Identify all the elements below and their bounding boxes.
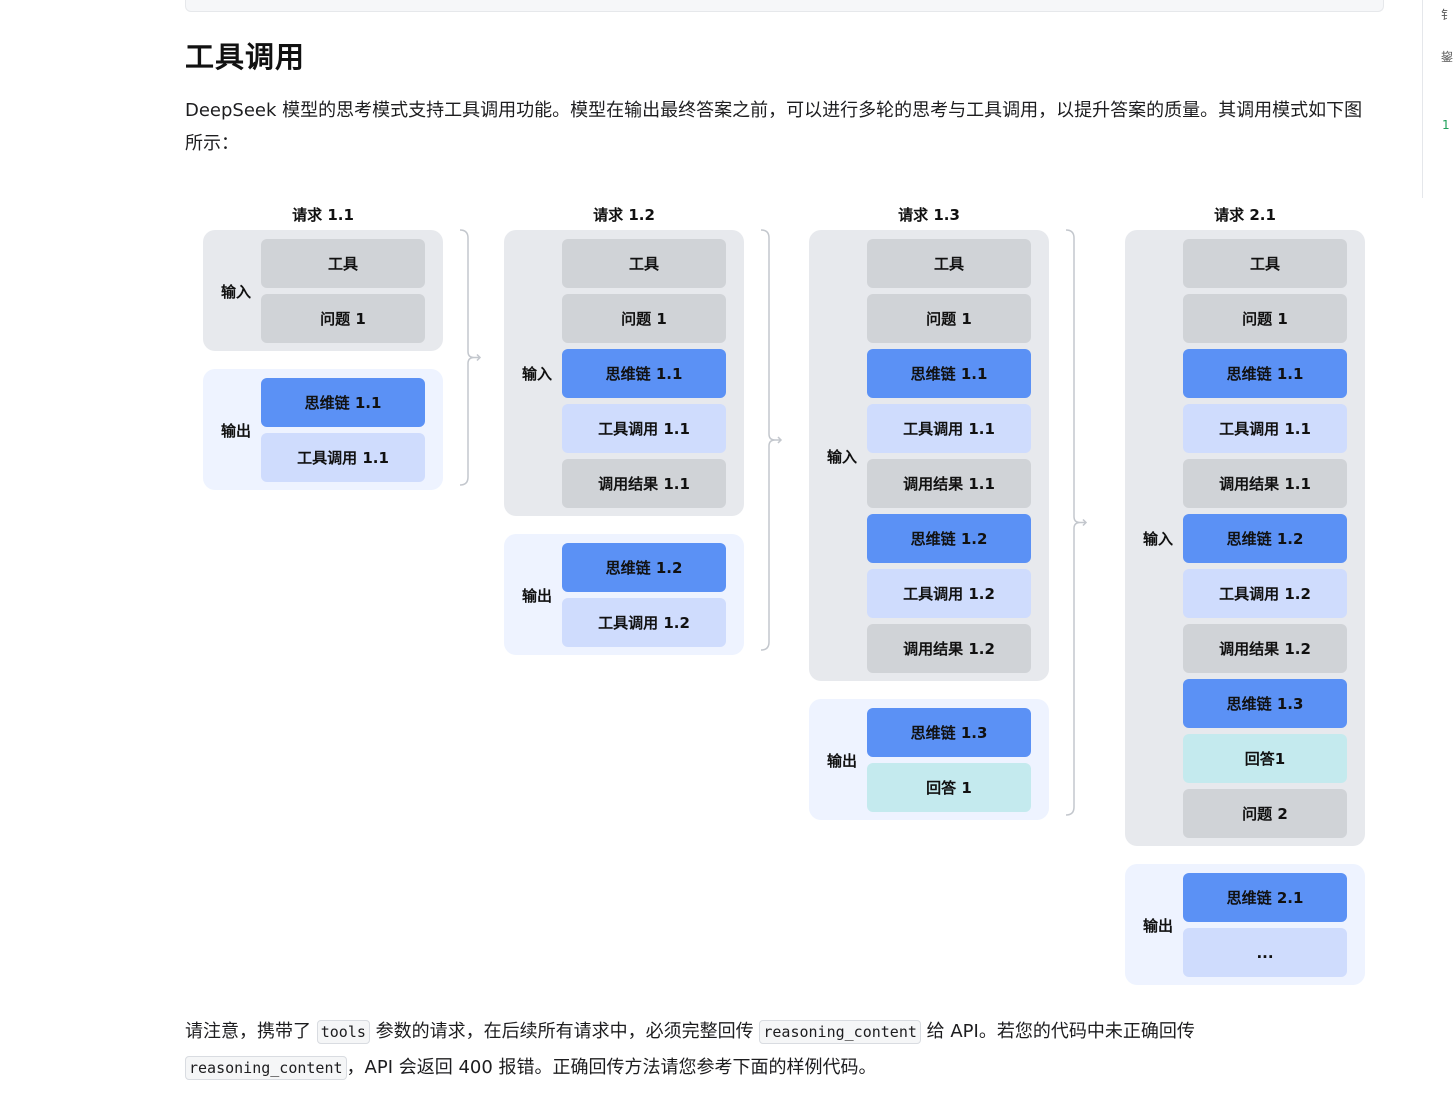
message-block: 思维链 1.3 xyxy=(1183,679,1347,728)
request-title: 请求 1.3 xyxy=(898,206,960,224)
bracket-arrow xyxy=(1065,229,1081,816)
message-block: 思维链 1.2 xyxy=(1183,514,1347,563)
note-paragraph: 请注意，携带了 tools 参数的请求，在后续所有请求中，必须完整回传 reas… xyxy=(185,1014,1375,1086)
message-block: ... xyxy=(1183,928,1347,977)
message-block: 工具 xyxy=(261,239,425,288)
output-label: 输出 xyxy=(1143,916,1174,935)
message-block: 工具调用 1.2 xyxy=(867,569,1031,618)
note-text-4: ，API 会返回 400 报错。正确回传方法请您参考下面的样例代码。 xyxy=(346,1057,877,1078)
message-block: 思维链 1.1 xyxy=(867,349,1031,398)
message-block: 工具 xyxy=(562,239,726,288)
input-label: 输入 xyxy=(221,282,252,301)
message-block: 调用结果 1.1 xyxy=(562,459,726,508)
message-block: 思维链 1.3 xyxy=(867,708,1031,757)
right-sidebar-text-1: 钅 xyxy=(1441,8,1453,22)
message-block: 工具调用 1.1 xyxy=(562,404,726,453)
code-tools: tools xyxy=(316,1020,370,1044)
request-title: 请求 1.1 xyxy=(292,206,354,224)
previous-code-block xyxy=(185,0,1384,12)
output-label: 输出 xyxy=(221,421,252,440)
bracket-arrow xyxy=(760,229,776,651)
message-block: 调用结果 1.2 xyxy=(1183,624,1347,673)
message-block: 思维链 1.2 xyxy=(562,543,726,592)
message-block: 问题 1 xyxy=(562,294,726,343)
message-block: 思维链 1.1 xyxy=(562,349,726,398)
intro-paragraph: DeepSeek 模型的思考模式支持工具调用功能。模型在输出最终答案之前，可以进… xyxy=(185,100,1363,154)
message-block: 工具 xyxy=(867,239,1031,288)
right-sidebar-link[interactable]: 1 xyxy=(1442,118,1450,132)
message-block: 问题 2 xyxy=(1183,789,1347,838)
message-block: 回答 1 xyxy=(867,763,1031,812)
message-block: 调用结果 1.1 xyxy=(1183,459,1347,508)
message-block: 思维链 2.1 xyxy=(1183,873,1347,922)
message-block: 工具调用 1.2 xyxy=(562,598,726,647)
note-text-2: 参数的请求，在后续所有请求中，必须完整回传 xyxy=(375,1021,754,1042)
message-block: 问题 1 xyxy=(261,294,425,343)
message-block: 工具调用 1.1 xyxy=(867,404,1031,453)
message-block: 工具调用 1.1 xyxy=(261,433,425,482)
message-block: 调用结果 1.2 xyxy=(867,624,1031,673)
message-block: 工具 xyxy=(1183,239,1347,288)
message-block: 思维链 1.1 xyxy=(261,378,425,427)
note-text-3: 给 API。若您的代码中未正确回传 xyxy=(926,1021,1195,1042)
message-block: 调用结果 1.1 xyxy=(867,459,1031,508)
code-reasoning-content: reasoning_content xyxy=(759,1020,921,1044)
note-text-1: 请注意，携带了 xyxy=(185,1021,311,1042)
message-block: 工具调用 1.1 xyxy=(1183,404,1347,453)
request-title: 请求 1.2 xyxy=(593,206,655,224)
message-block: 工具调用 1.2 xyxy=(1183,569,1347,618)
output-label: 输出 xyxy=(827,751,858,770)
right-sidebar-text-2[interactable]: 鋆 xyxy=(1441,50,1453,64)
message-block: 思维链 1.1 xyxy=(1183,349,1347,398)
output-label: 输出 xyxy=(522,586,553,605)
right-sidebar-divider xyxy=(1422,0,1423,198)
code-reasoning-content-2: reasoning_content xyxy=(185,1056,347,1080)
section-heading: 工具调用 xyxy=(185,40,306,74)
arrow-head xyxy=(474,353,482,362)
message-block: 问题 1 xyxy=(867,294,1031,343)
input-label: 输入 xyxy=(522,365,553,383)
input-label: 输入 xyxy=(827,447,858,466)
request-title: 请求 2.1 xyxy=(1214,206,1276,224)
message-block: 问题 1 xyxy=(1183,294,1347,343)
arrow-head xyxy=(1080,518,1088,527)
arrow-head xyxy=(775,436,783,444)
input-label: 输入 xyxy=(1143,530,1174,548)
message-block: 思维链 1.2 xyxy=(867,514,1031,563)
bracket-arrow xyxy=(459,229,475,486)
message-block: 回答1 xyxy=(1183,734,1347,783)
